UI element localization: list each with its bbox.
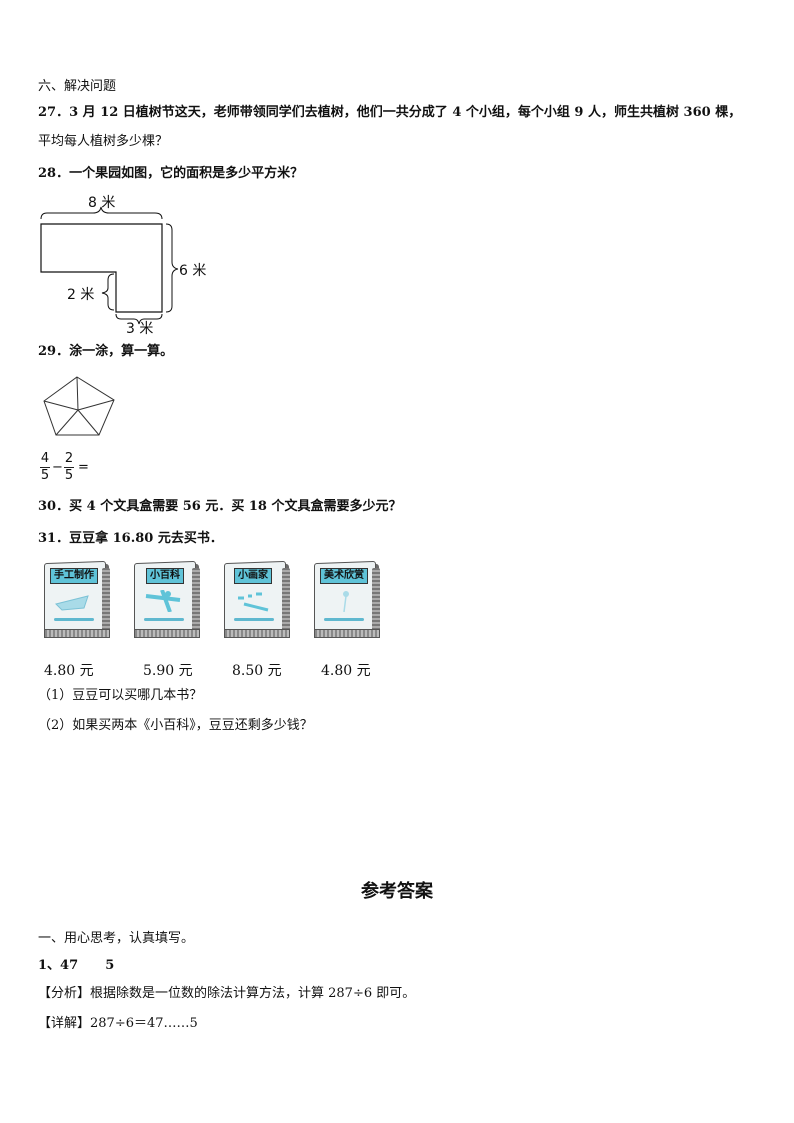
book-title: 手工制作 bbox=[50, 568, 98, 584]
question-28-text: 28．一个果园如图，它的面积是多少平方米？ bbox=[38, 166, 304, 181]
divided-pentagon bbox=[43, 376, 115, 436]
question-31-part1: （1）豆豆可以买哪几本书？ bbox=[38, 688, 203, 703]
fraction-b-numerator: 2 bbox=[64, 451, 74, 466]
question-30-text: 30．买 4 个文具盒需要 56 元．买 18 个文具盒需要多少元？ bbox=[38, 499, 402, 514]
flower-illustration bbox=[343, 591, 349, 612]
width-label-top: 8 米 bbox=[88, 195, 116, 211]
height-label-right: 6 米 bbox=[179, 263, 207, 279]
fraction-a-denominator: 5 bbox=[40, 468, 50, 483]
question-27-line1: 27．3 月 12 日植树节这天，老师带领同学们去植树，他们一共分成了 4 个小… bbox=[38, 105, 742, 120]
book-title: 小画家 bbox=[234, 568, 272, 584]
answer-1: 1、47 5 bbox=[38, 958, 115, 973]
answers-section-heading: 一、用心思考，认真填写。 bbox=[38, 931, 195, 946]
book-title: 美术欣赏 bbox=[320, 568, 368, 584]
satellite-illustration bbox=[145, 590, 181, 612]
fraction-a-numerator: 4 bbox=[40, 451, 50, 466]
l-shape-diagram bbox=[40, 206, 179, 325]
book-encyclopedia: 小百科 bbox=[130, 560, 202, 638]
section-heading: 六、解决问题 bbox=[38, 79, 117, 94]
question-31-part2: （2）如果买两本《小百科》，豆豆还剩多少钱？ bbox=[38, 718, 313, 733]
book-price-1: 4.80 元 bbox=[44, 663, 94, 679]
book-art-appreciation: 美术欣赏 bbox=[310, 560, 382, 638]
answer-1-analysis: 【分析】根据除数是一位数的除法计算方法，计算 287÷6 即可。 bbox=[38, 986, 416, 1001]
book-handcraft: 手工制作 bbox=[40, 560, 112, 638]
bottom-width-label: 3 米 bbox=[126, 321, 154, 337]
equals-sign: = bbox=[78, 460, 89, 475]
fraction-a: 4 5 bbox=[40, 452, 50, 483]
answers-title: 参考答案 bbox=[361, 881, 433, 902]
question-27-line2: 平均每人植树多少棵？ bbox=[38, 134, 169, 149]
notch-height-label: 2 米 bbox=[67, 287, 95, 303]
paint-tools-illustration bbox=[238, 592, 269, 612]
minus-sign: − bbox=[52, 460, 63, 475]
fraction-b: 2 5 bbox=[64, 452, 74, 483]
fraction-b-denominator: 5 bbox=[64, 468, 74, 483]
book-title: 小百科 bbox=[146, 568, 184, 584]
book-price-4: 4.80 元 bbox=[321, 663, 371, 679]
pentagon-figure bbox=[38, 370, 128, 440]
book-price-3: 8.50 元 bbox=[232, 663, 282, 679]
answer-1-detail: 【详解】287÷6＝47……5 bbox=[38, 1016, 198, 1031]
question-29-text: 29．涂一涂，算一算。 bbox=[38, 344, 174, 359]
book-little-painter: 小画家 bbox=[220, 560, 292, 638]
question-31-text: 31．豆豆拿 16.80 元去买书． bbox=[38, 531, 223, 546]
orchard-figure: 8 米 6 米 2 米 3 米 bbox=[30, 190, 230, 340]
boat-illustration bbox=[55, 595, 89, 611]
book-price-2: 5.90 元 bbox=[143, 663, 193, 679]
